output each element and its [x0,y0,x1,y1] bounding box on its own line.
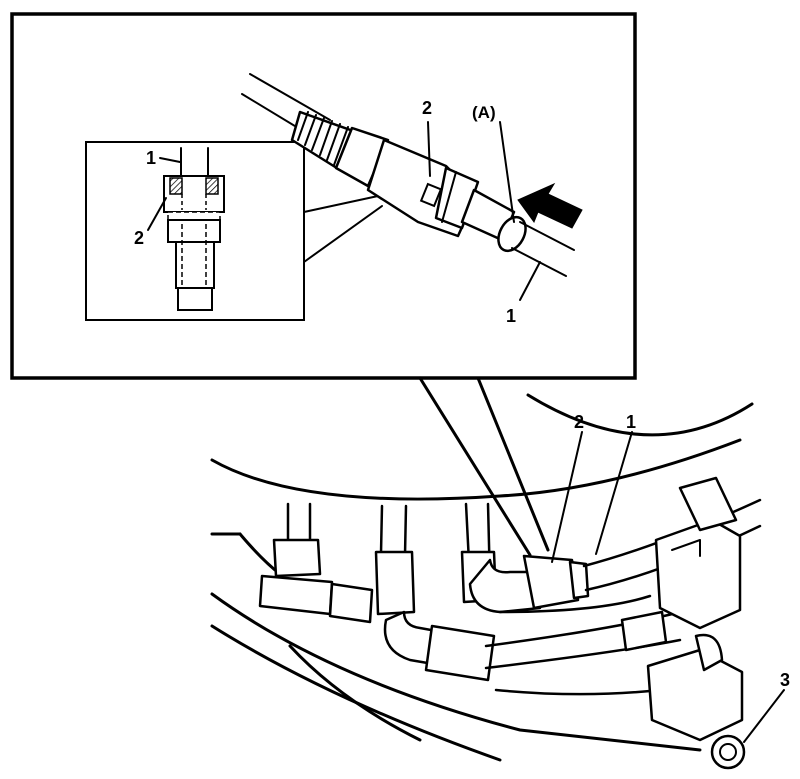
callout-top-1: 1 [506,306,516,326]
callout-bottom-2: 2 [574,412,584,432]
magnified-connector [241,73,583,301]
callout-inset-2: 2 [134,228,144,248]
retainer-ring [497,215,527,253]
pipe-wall-hatch-left [169,177,183,195]
callout-top-2: 2 [422,98,432,118]
grommet [710,734,746,770]
callout-bottom-1: 1 [626,412,636,432]
magnifier-leader-lines [418,376,550,557]
pipe-wall-hatch-right [205,177,219,195]
engine-area-hoses [210,393,785,770]
inset-cross-section [85,141,383,321]
callout-bottom-3: 3 [780,670,790,690]
arrow-left-down-icon [517,182,583,229]
callout-inset-1: 1 [146,148,156,168]
callout-A: (A) [472,103,496,122]
